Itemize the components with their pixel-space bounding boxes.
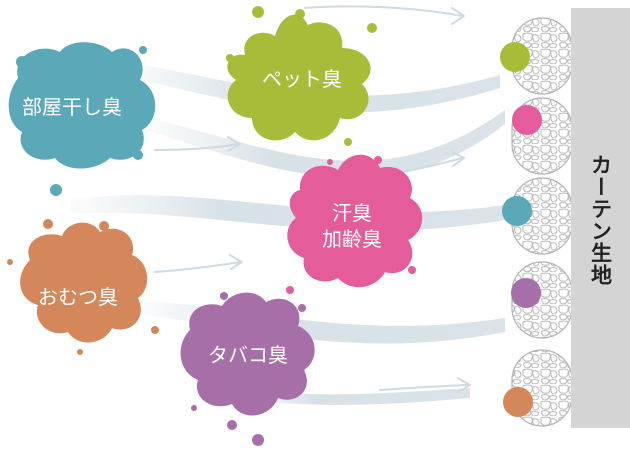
odor-label-diaper: おむつ臭 [38,284,118,310]
odor-splat-room-drying [8,42,156,196]
odor-splat-tobacco [180,292,315,446]
fiber [511,97,573,175]
fiber [503,349,573,427]
fiber [502,177,573,255]
odor-particle-dot [512,105,542,135]
odor-splat-diaper [7,219,159,355]
odor-label-line: 汗臭 [332,201,372,225]
fabric-fibers [500,17,573,427]
flow-arrow [154,136,241,152]
flow-arrow [379,377,471,393]
odor-particle-dot [500,42,530,72]
odor-label-line: 加齢臭 [322,227,382,251]
odor-particle-dot [511,278,541,308]
fiber [500,17,573,95]
odor-particle-dot [502,196,532,226]
odor-particle-dot [503,387,533,417]
odor-label-line: おむつ臭 [38,285,118,309]
odor-label-room-drying: 部屋干し臭 [22,94,122,120]
curtain-fabric-label: カーテン生地 [588,154,613,286]
flow-streak [118,62,500,113]
odor-label-pet: ペット臭 [262,66,342,92]
odor-splat-pet [226,6,377,146]
fiber [511,261,573,339]
odor-label-line: タバコ臭 [208,343,288,367]
flow-arrow [154,254,243,273]
flow-streak [70,195,505,231]
flow-arrow [304,5,465,25]
odor-label-line: 部屋干し臭 [22,95,122,119]
flow-streak [230,388,470,405]
odor-label-tobacco: タバコ臭 [208,342,288,368]
odor-label-line: ペット臭 [262,67,342,91]
odor-splat-sweat-aging [286,154,423,294]
curtain-fabric-bar [571,8,630,428]
odor-label-sweat-aging: 汗臭 加齢臭 [322,200,382,252]
flow-streak [145,110,505,178]
flow-arrows [154,5,471,393]
